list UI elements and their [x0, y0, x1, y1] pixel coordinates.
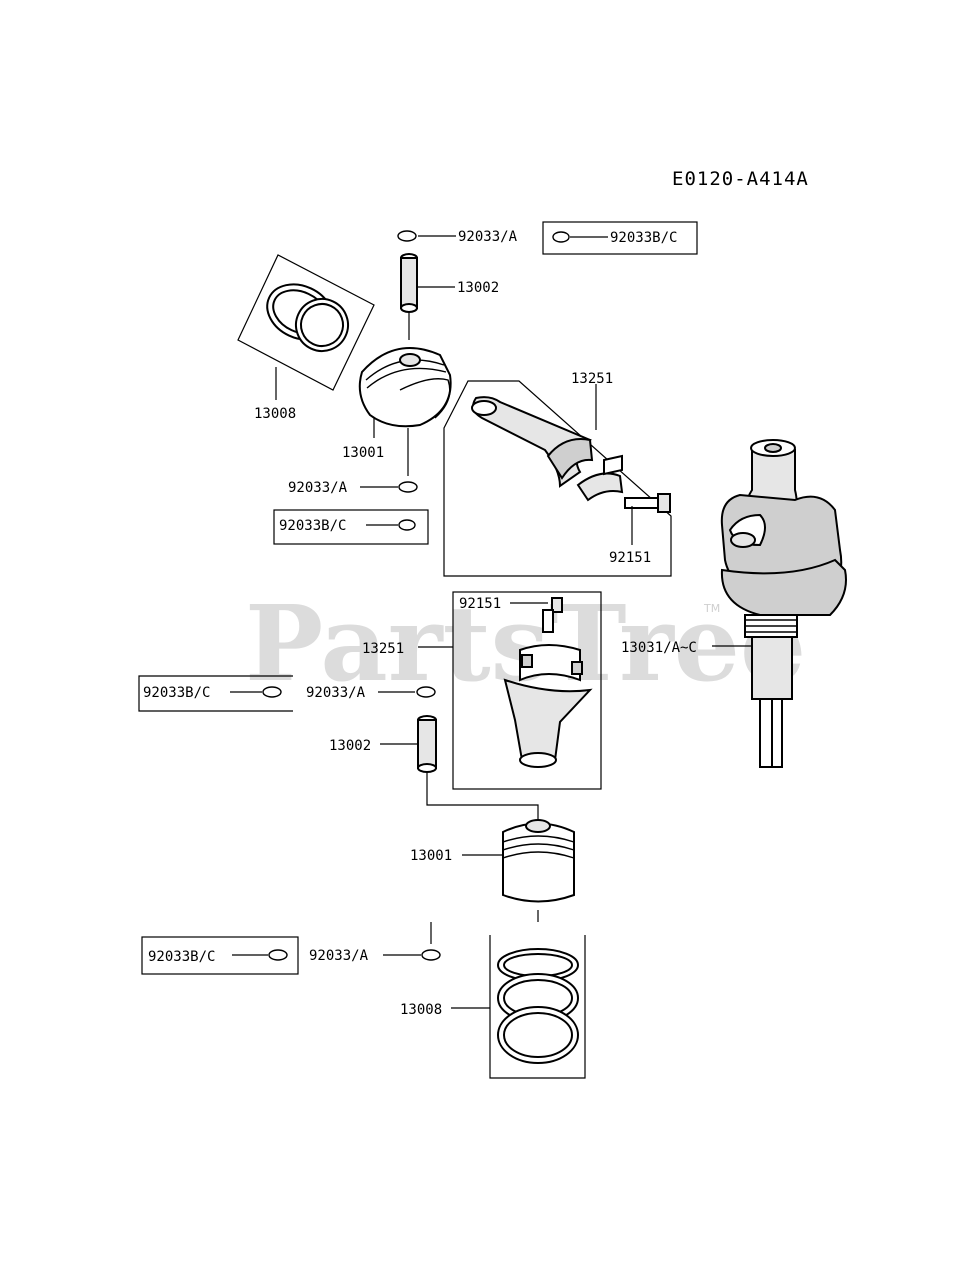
label-connecting-rod-top[interactable]: 13251 — [571, 371, 613, 387]
piston-pin-top-part[interactable] — [400, 253, 455, 340]
connecting-rod-top-part[interactable] — [443, 380, 672, 577]
label-circlip-top-lower-box[interactable]: 92033B/C — [279, 518, 346, 534]
piston-top-part[interactable] — [358, 347, 452, 438]
label-piston-bottom[interactable]: 13001 — [410, 848, 452, 864]
label-piston-top[interactable]: 13001 — [342, 445, 384, 461]
circlip-mid-part[interactable] — [378, 686, 436, 698]
piston-rings-top-part[interactable] — [237, 254, 375, 400]
label-circlip-bottom[interactable]: 92033/A — [309, 948, 369, 964]
circlip-top-lower-box[interactable] — [273, 509, 429, 545]
label-circlip-top-lower[interactable]: 92033/A — [288, 480, 348, 496]
label-piston-rings-bottom[interactable]: 13008 — [400, 1002, 442, 1018]
label-piston-pin-top[interactable]: 13002 — [457, 280, 499, 296]
circlip-bottom-part[interactable] — [383, 922, 441, 961]
label-piston-pin-bottom[interactable]: 13002 — [329, 738, 371, 754]
label-piston-rings-top[interactable]: 13008 — [254, 406, 296, 422]
label-connecting-rod-bottom[interactable]: 13251 — [362, 641, 404, 657]
crankshaft-part[interactable] — [712, 439, 847, 768]
label-circlip-mid-box[interactable]: 92033B/C — [143, 685, 210, 701]
circlip-top-box[interactable] — [542, 221, 698, 255]
label-circlip-mid[interactable]: 92033/A — [306, 685, 366, 701]
watermark-tm: TM — [703, 602, 720, 615]
connecting-rod-bottom-part[interactable] — [418, 591, 602, 790]
label-crankshaft[interactable]: 13031/A~C — [621, 640, 697, 656]
piston-rings-bottom-part[interactable] — [451, 935, 586, 1079]
circlip-mid-box[interactable] — [138, 675, 293, 712]
circlip-top-lower-part[interactable] — [360, 428, 418, 493]
circlip-top-part[interactable] — [397, 230, 456, 242]
label-circlip-bottom-box[interactable]: 92033B/C — [148, 949, 215, 965]
label-circlip-top-box[interactable]: 92033B/C — [610, 230, 677, 246]
piston-pin-bottom-part[interactable] — [380, 715, 539, 820]
diagram-code: E0120-A414A — [672, 168, 809, 190]
label-bolt-bottom[interactable]: 92151 — [459, 596, 501, 612]
circlip-bottom-box[interactable] — [141, 936, 299, 975]
label-bolt-top[interactable]: 92151 — [609, 550, 651, 566]
label-circlip-top[interactable]: 92033/A — [458, 229, 518, 245]
piston-bottom-part[interactable] — [462, 819, 575, 922]
